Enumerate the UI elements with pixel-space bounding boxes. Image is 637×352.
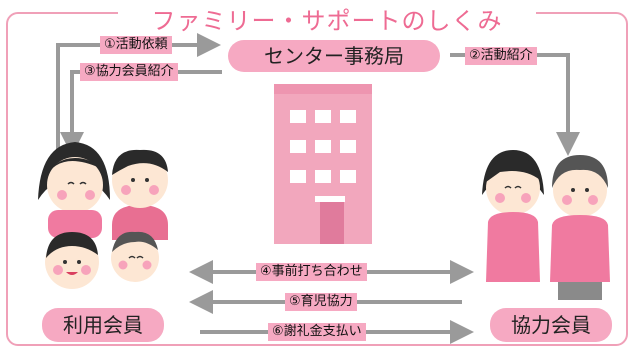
center-office-box: センター事務局 — [228, 40, 440, 72]
arrow-request — [56, 33, 221, 150]
diagram-frame: ファミリー・サポートのしくみ — [6, 8, 628, 346]
label-activity-introduction: ②活動紹介 — [465, 47, 537, 65]
office-building-icon — [274, 84, 372, 244]
family-illustration — [38, 142, 168, 289]
label-activity-request: ①活動依頼 — [100, 36, 172, 54]
helper-member-box: 協力会員 — [490, 308, 612, 342]
arrow-intro-activity — [450, 53, 580, 156]
label-helper-introduction: ③協力会員紹介 — [80, 63, 178, 81]
label-childcare-support: ⑤育児協力 — [285, 293, 357, 311]
helpers-illustration — [482, 150, 610, 300]
label-pre-meeting: ④事前打ち合わせ — [256, 263, 367, 281]
arrow-intro-helper — [60, 70, 222, 156]
user-member-box: 利用会員 — [42, 308, 164, 342]
label-payment: ⑥謝礼金支払い — [268, 323, 366, 341]
diagram-title: ファミリー・サポートのしくみ — [118, 8, 536, 36]
